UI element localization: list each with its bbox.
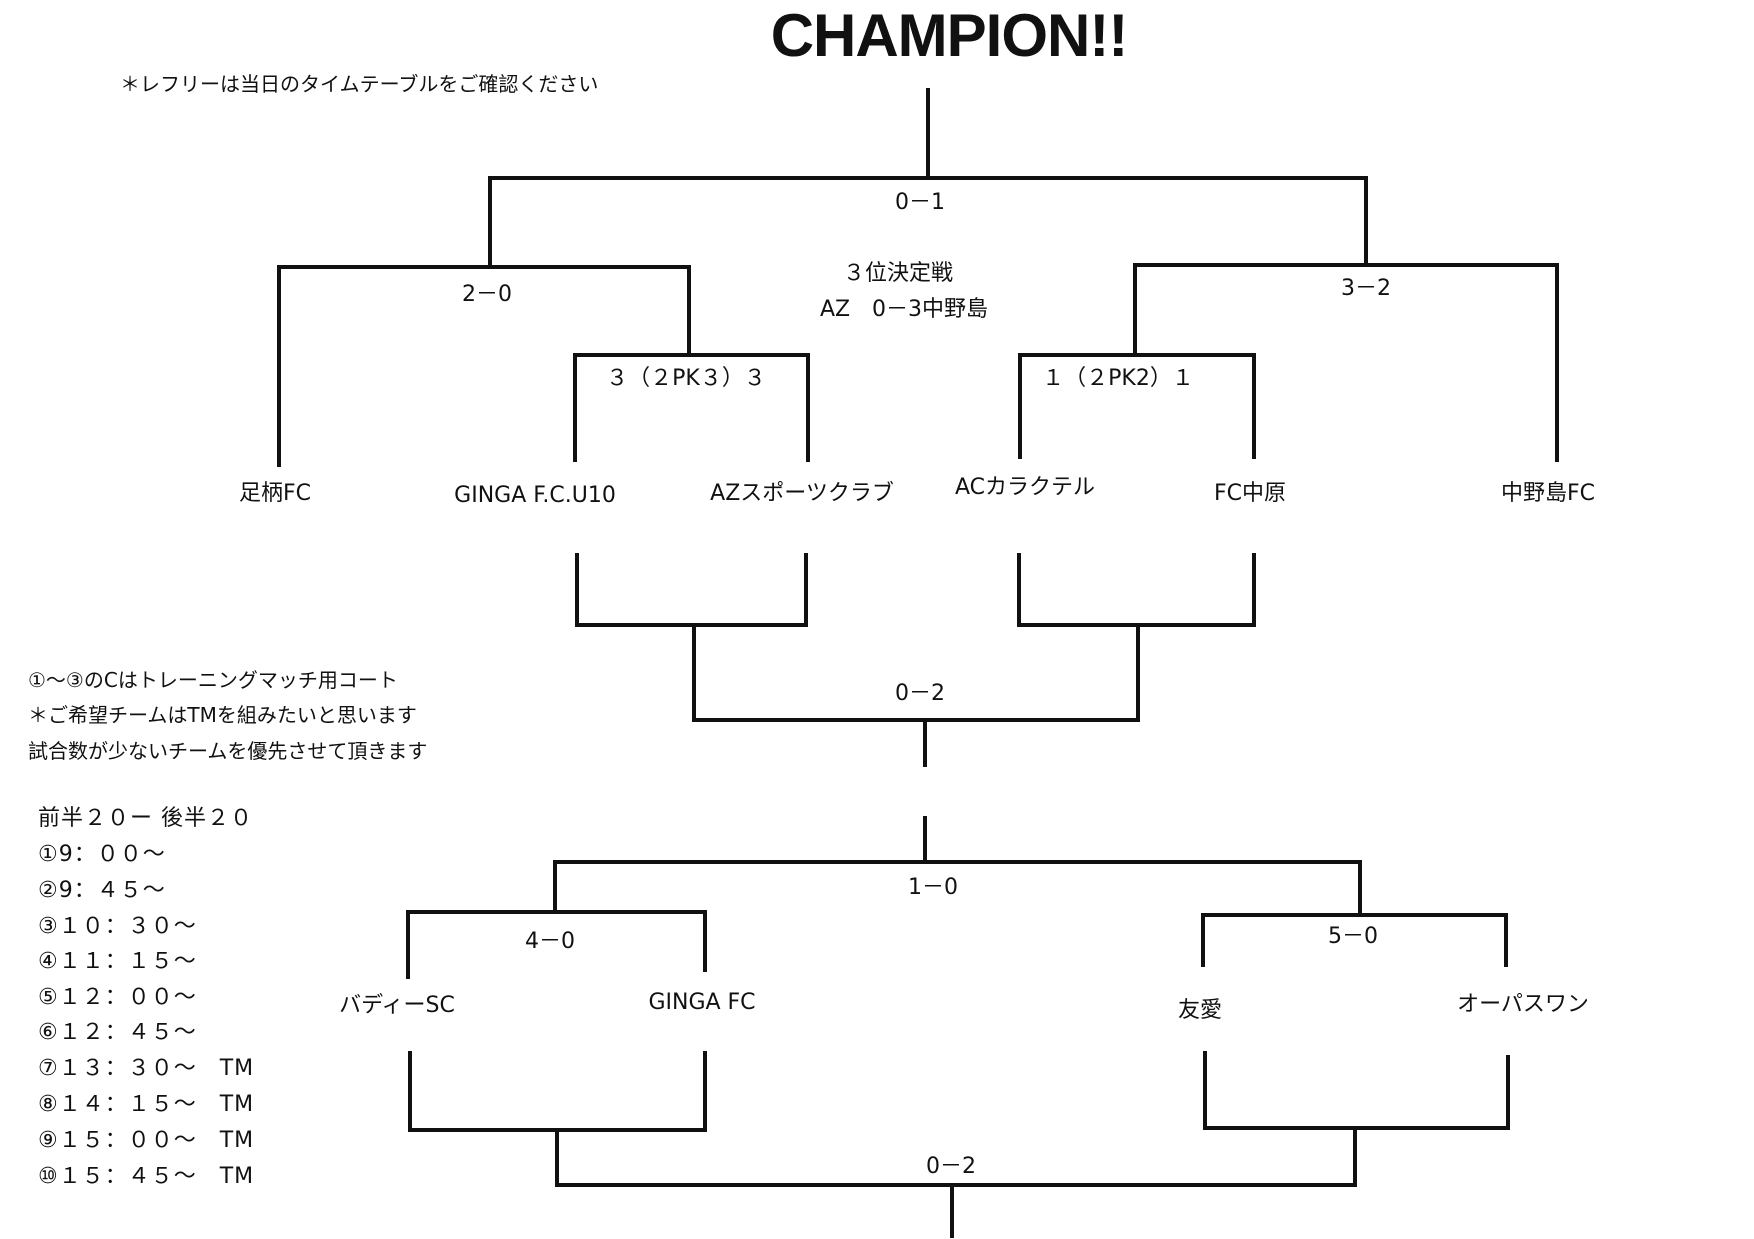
team-label: AZスポーツクラブ bbox=[710, 481, 894, 506]
third-place-label: ３位決定戦 bbox=[842, 261, 954, 286]
court-note: ①～③のCはトレーニングマッチ用コート bbox=[28, 668, 398, 692]
schedule-slot: ⑧１４：１５～ TM bbox=[38, 1092, 255, 1117]
team-label: GINGA FC bbox=[648, 990, 756, 1015]
left-quarterfinal-score: ３（２PK３）３ bbox=[606, 366, 766, 391]
team-label: 友愛 bbox=[1177, 998, 1223, 1023]
schedule-header: 前半２０ー 後半２０ bbox=[38, 806, 253, 831]
court-note: 試合数が少ないチームを優先させて頂きます bbox=[28, 739, 428, 763]
referee-note: ＊レフリーは当日のタイムテーブルをご確認ください bbox=[120, 72, 599, 96]
third-place-result: AZ 0－3中野島 bbox=[819, 297, 989, 322]
consolation-score: 0－2 bbox=[895, 681, 945, 706]
team-label: FC中原 bbox=[1213, 481, 1287, 506]
schedule-slot: ⑨１５：００～ TM bbox=[38, 1128, 255, 1153]
lower-consolation-score: 0－2 bbox=[926, 1154, 976, 1179]
right-semifinal-score: 3－2 bbox=[1341, 276, 1391, 301]
team-label: オーパスワン bbox=[1457, 992, 1589, 1017]
team-label: ACカラクテル bbox=[954, 475, 1096, 500]
team-label: バディーSC bbox=[339, 993, 455, 1018]
schedule-slot: ⑩１５：４５～ TM bbox=[38, 1164, 255, 1189]
left-semifinal-score: 2－0 bbox=[462, 282, 512, 307]
lower-final-score: 1－0 bbox=[908, 875, 958, 900]
champion-title: CHAMPION!! bbox=[770, 2, 1129, 69]
team-label: GINGA F.C.U10 bbox=[454, 483, 616, 508]
lower-left-score: 4－0 bbox=[525, 929, 575, 954]
schedule-slot: ⑥１２：４５～ bbox=[38, 1020, 197, 1045]
final-score: 0－1 bbox=[895, 190, 945, 215]
schedule-slot: ①9：００～ bbox=[38, 842, 166, 867]
lower-right-score: 5－0 bbox=[1328, 924, 1378, 949]
schedule-slot: ②9：４５～ bbox=[38, 878, 166, 903]
schedule-slot: ⑦１３：３０～ TM bbox=[38, 1056, 255, 1081]
right-quarterfinal-score: １（２PK2）１ bbox=[1042, 366, 1194, 391]
team-label: 中野島FC bbox=[1500, 481, 1596, 506]
team-label: 足柄FC bbox=[238, 481, 312, 506]
schedule-slot: ④１１：１５～ bbox=[38, 949, 197, 974]
schedule-slot: ⑤１２：００～ bbox=[38, 985, 197, 1010]
schedule-slot: ③１０：３０～ bbox=[38, 914, 197, 939]
court-note: ＊ご希望チームはTMを組みたいと思います bbox=[28, 703, 417, 727]
